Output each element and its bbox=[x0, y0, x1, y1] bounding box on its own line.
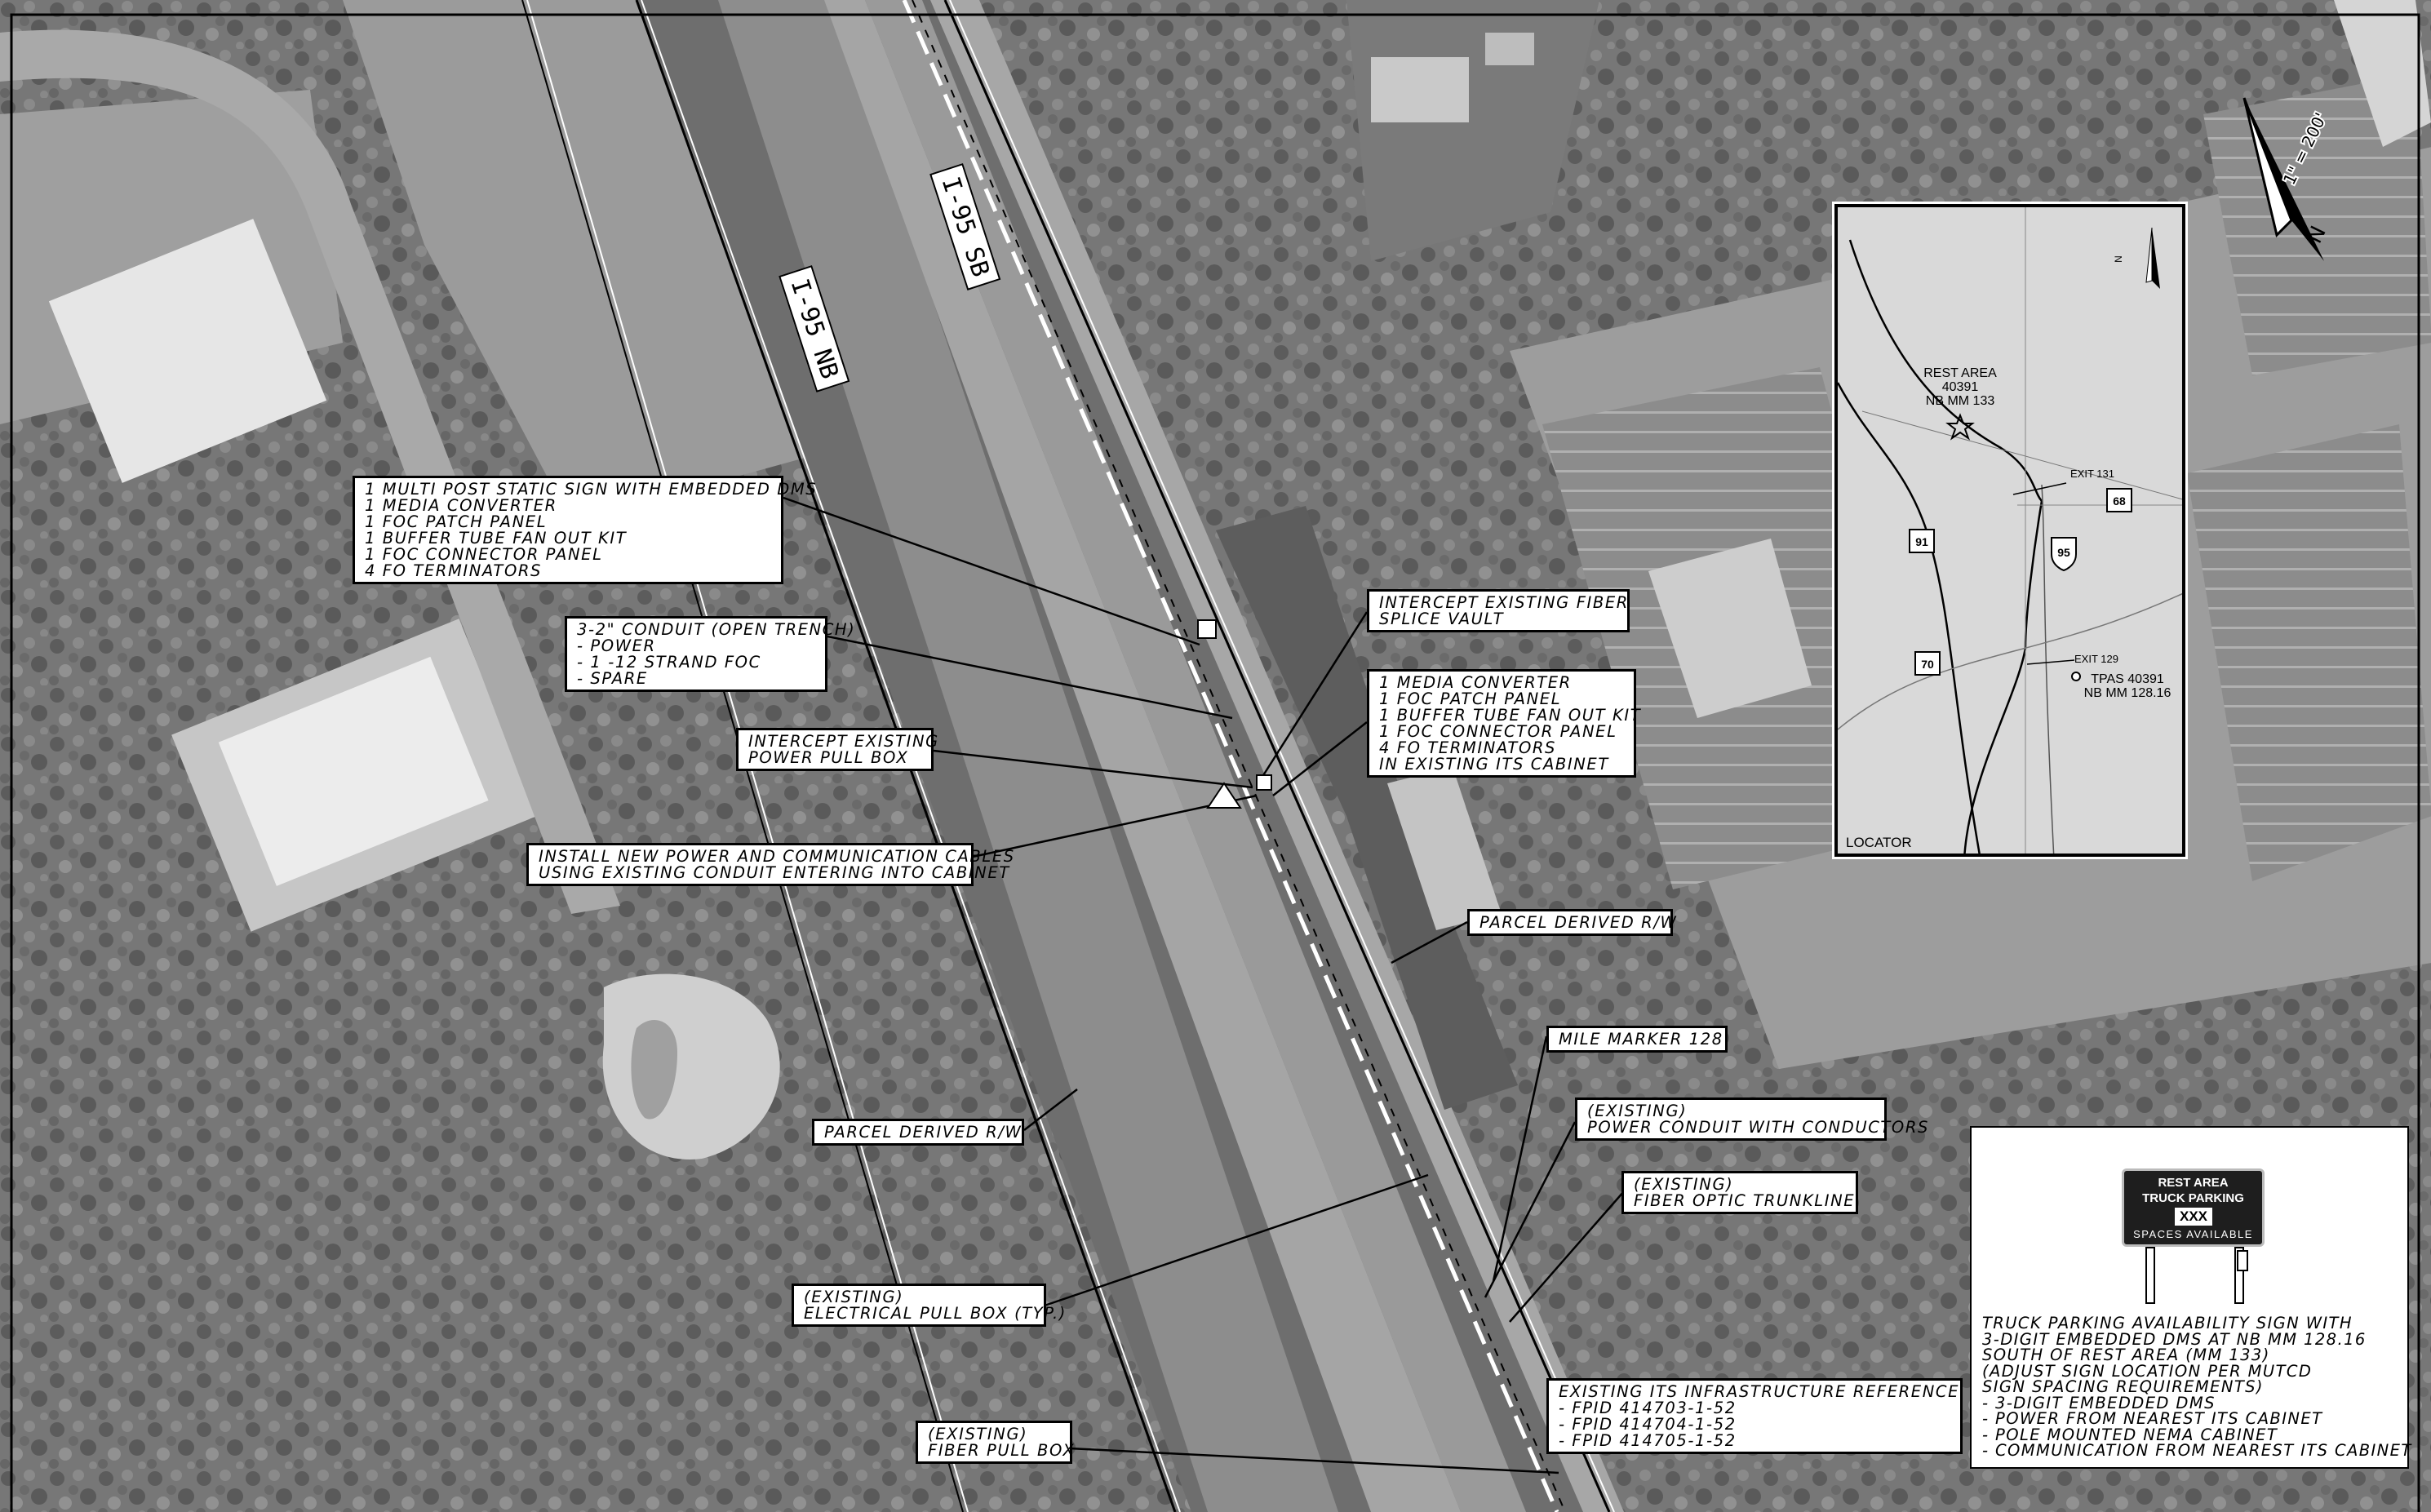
frontage-road bbox=[0, 29, 620, 915]
i95-sb-lanes bbox=[865, 0, 1526, 1512]
callout-sign-equipment: 1 MULTI POST STATIC SIGN WITH EMBEDDED D… bbox=[353, 476, 816, 584]
north-label: N bbox=[2302, 222, 2331, 247]
rest-area-star-icon bbox=[1945, 413, 1975, 441]
truck-parking-sign: REST AREA TRUCK PARKING XXX SPACES AVAIL… bbox=[2122, 1168, 2265, 1247]
callout-its-reference: EXISTING ITS INFRASTRUCTURE REFERENCE - … bbox=[1546, 1378, 1963, 1454]
tpas-marker-icon bbox=[2071, 672, 2081, 681]
shield-70-number: 70 bbox=[1921, 658, 1934, 671]
exit-131-label: EXIT 131 bbox=[2070, 468, 2114, 480]
i95-nb-lanes bbox=[718, 0, 1338, 1512]
warehouse-building bbox=[48, 219, 327, 483]
callout-cabinet-equipment: 1 MEDIA CONVERTER 1 FOC PATCH PANEL 1 BU… bbox=[1367, 669, 1640, 778]
locator-title: LOCATOR bbox=[1846, 835, 1912, 850]
callout-parcel-rw-east: PARCEL DERIVED R/W bbox=[1467, 909, 1676, 936]
callout-fiber-trunkline: (EXISTING) FIBER OPTIC TRUNKLINE bbox=[1621, 1171, 1858, 1214]
callout-splice-vault: INTERCEPT EXISTING FIBER SPLICE VAULT bbox=[1367, 589, 1630, 632]
callout-power-pull-box: INTERCEPT EXISTING POWER PULL BOX bbox=[736, 728, 938, 771]
callout-conduit: 3-2" CONDUIT (OPEN TRENCH) - POWER - 1 -… bbox=[565, 616, 854, 692]
nema-cabinet bbox=[2237, 1250, 2248, 1271]
rest-area-label: REST AREA 40391 NB MM 133 bbox=[1923, 366, 1997, 408]
sign-detail-panel: REST AREA TRUCK PARKING XXX SPACES AVAIL… bbox=[1970, 1126, 2412, 1469]
sheet-border bbox=[10, 13, 2420, 1512]
sign-description: TRUCK PARKING AVAILABILITY SIGN WITH 3-D… bbox=[1982, 1314, 2412, 1460]
shield-91-icon bbox=[1909, 529, 1935, 553]
interstate-shield-95-icon bbox=[2051, 537, 2077, 572]
north-arrow: 1" = 200' 1" = 200' N bbox=[2242, 97, 2332, 261]
median bbox=[824, 0, 1461, 1512]
shield-91-number: 91 bbox=[1915, 535, 1928, 548]
sign-dms-value: XXX bbox=[2175, 1208, 2212, 1226]
sign-line-4: SPACES AVAILABLE bbox=[2133, 1228, 2253, 1240]
scale-text: 1" = 200' bbox=[2279, 109, 2331, 188]
callout-parcel-rw-west: PARCEL DERIVED R/W bbox=[812, 1119, 1024, 1146]
locator-road-to-exit131 bbox=[1848, 239, 2043, 502]
equipment-marks bbox=[1197, 619, 1272, 809]
locator-map: N REST AREA 40391 NB MM 133 EXIT 131 EXI… bbox=[1832, 202, 2188, 859]
fiber-trunkline bbox=[902, 0, 1559, 1512]
shield-70-icon bbox=[1914, 651, 1941, 676]
shield-68-icon bbox=[2106, 488, 2132, 512]
callout-electrical-pull-box: (EXISTING) ELECTRICAL PULL BOX (TYP.) bbox=[792, 1284, 1065, 1327]
north-arrow-icon bbox=[2244, 98, 2324, 261]
sign-post-left bbox=[2145, 1247, 2155, 1304]
tpas-label: TPAS 40391 NB MM 128.16 bbox=[2083, 672, 2171, 700]
callout-install-cables: INSTALL NEW POWER AND COMMUNICATION CABL… bbox=[526, 843, 1014, 886]
drainage-area bbox=[1216, 506, 1518, 1110]
callout-mile-marker: MILE MARKER 128 bbox=[1546, 1026, 1728, 1053]
locator-north-arrow-icon bbox=[2152, 228, 2160, 289]
exit-129-label: EXIT 129 bbox=[2074, 653, 2118, 665]
callout-power-conduit: (EXISTING) POWER CONDUIT WITH CONDUCTORS bbox=[1575, 1097, 1927, 1141]
callout-fiber-pull-box: (EXISTING) FIBER PULL BOX bbox=[916, 1421, 1074, 1464]
sign-line-2: TRUCK PARKING bbox=[2142, 1191, 2244, 1205]
locator-north-label: N bbox=[2112, 255, 2124, 263]
shield-68-number: 68 bbox=[2113, 494, 2126, 508]
shield-95-number: 95 bbox=[2057, 546, 2070, 559]
sign-line-1: REST AREA bbox=[2158, 1176, 2229, 1190]
